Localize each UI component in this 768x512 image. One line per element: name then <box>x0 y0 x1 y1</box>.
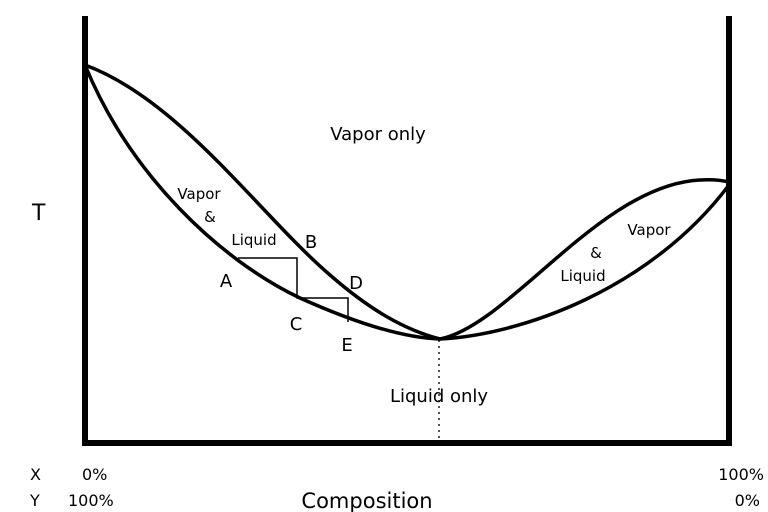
left-two-phase-line3: Liquid <box>231 231 276 249</box>
x-scale-name: X <box>30 465 41 484</box>
region-liquid-only: Liquid only <box>390 386 488 407</box>
y-scale-left: 100% <box>68 491 114 510</box>
region-vapor-only: Vapor only <box>330 124 426 145</box>
point-label-e: E <box>341 335 352 356</box>
x-scale-right: 100% <box>718 465 764 484</box>
left-two-phase-line1: Vapor <box>177 185 221 203</box>
point-label-a: A <box>220 271 233 292</box>
right-two-phase-line3: Liquid <box>560 267 605 285</box>
y-scale-right: 0% <box>735 491 760 510</box>
point-label-d: D <box>349 273 363 294</box>
right-two-phase-line2: & <box>590 244 602 262</box>
axis-label-composition: Composition <box>301 489 432 512</box>
right-two-phase-line1: Vapor <box>627 221 671 239</box>
bubble-point-curve <box>83 64 731 341</box>
y-scale-name: Y <box>29 491 40 510</box>
distillation-steps <box>238 257 349 322</box>
point-label-c: C <box>290 314 303 335</box>
dew-point-curve <box>84 63 730 341</box>
point-label-b: B <box>305 232 317 253</box>
x-scale-left: 0% <box>82 465 107 484</box>
axis-label-t: T <box>31 201 46 226</box>
left-two-phase-line2: & <box>204 208 216 226</box>
